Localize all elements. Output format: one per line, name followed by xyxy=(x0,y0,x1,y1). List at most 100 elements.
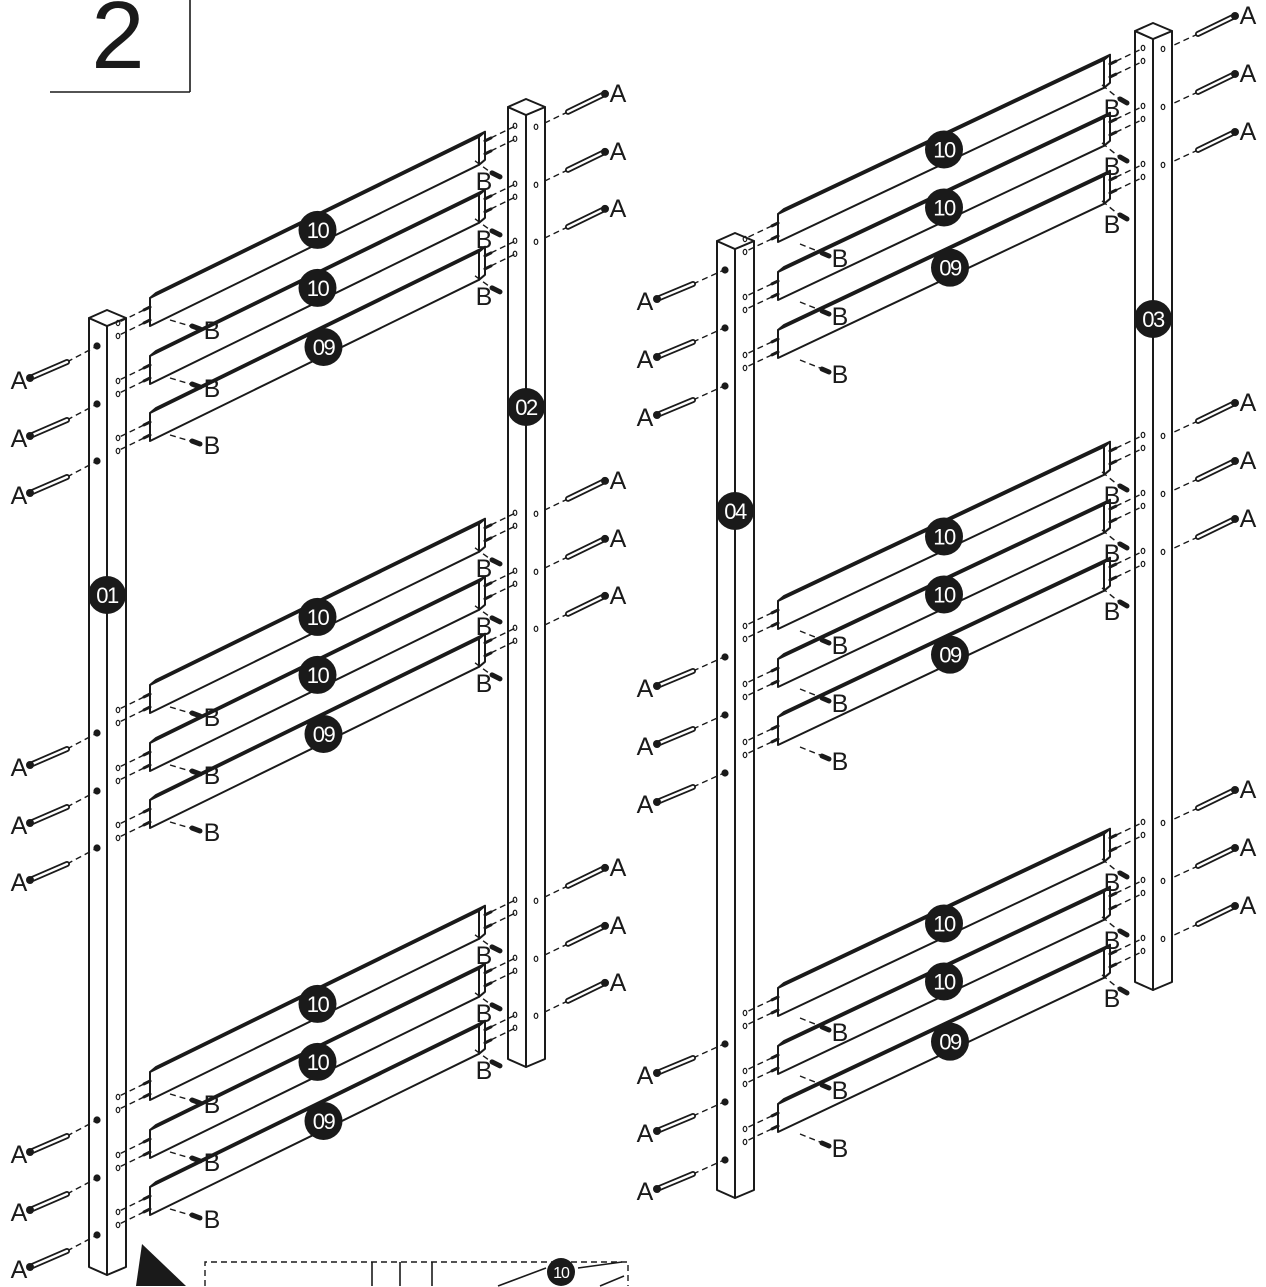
slat-pin-guide-line xyxy=(744,354,773,369)
slat-part-number-badge xyxy=(931,1022,969,1061)
screw-head xyxy=(26,761,34,769)
slat-end-face xyxy=(478,962,486,998)
dowel-guide-line xyxy=(169,319,191,327)
slat-end-pin xyxy=(1108,949,1118,956)
dowel-pin xyxy=(189,825,203,834)
post-top-face xyxy=(716,232,755,250)
slat-end-pin xyxy=(483,968,493,975)
screw-A: A xyxy=(637,1101,725,1148)
slat-end-pin xyxy=(142,750,152,757)
post-part-number-badge xyxy=(1134,300,1172,338)
screw-head xyxy=(601,921,609,930)
slat-end-pin xyxy=(142,433,152,440)
dowel-B: B xyxy=(1101,471,1130,510)
slat-end-pin xyxy=(1108,962,1118,969)
slat-end-pin xyxy=(142,705,152,712)
post-part-number-badge xyxy=(88,576,126,614)
dowel-label: B xyxy=(1104,869,1121,897)
screw-head xyxy=(26,819,34,827)
dowel-B: B xyxy=(799,746,848,776)
post-hole xyxy=(115,434,121,442)
screw-label: A xyxy=(610,582,627,610)
dowel-B: B xyxy=(169,1206,220,1234)
dowel-guide-line xyxy=(1101,587,1119,602)
slat-pin-guide-line xyxy=(1115,950,1144,965)
screw-label: A xyxy=(1240,118,1257,146)
slat-pin-guide-line xyxy=(1115,834,1144,849)
slat-pin-guide-line xyxy=(744,1128,773,1143)
slat-pin-guide-line xyxy=(1115,492,1144,507)
slat-pin-guide-line xyxy=(1115,47,1144,62)
screw-guide-line xyxy=(66,403,98,421)
post-hole xyxy=(1140,160,1146,168)
screw-label: A xyxy=(610,912,627,940)
post-hole xyxy=(533,897,539,905)
screw-label: A xyxy=(637,1120,654,1148)
dowel-label: B xyxy=(1104,211,1121,239)
screw-label: A xyxy=(11,869,28,897)
detail-part-label: 10 xyxy=(553,1265,570,1282)
dowel-label: B xyxy=(832,632,849,660)
post-part-number-label: 01 xyxy=(96,583,119,608)
slat-pin-guide-line xyxy=(744,238,773,253)
post-hole xyxy=(721,1040,729,1048)
slat-end-pin xyxy=(142,376,152,383)
screw-guide-line xyxy=(544,169,569,182)
dowel-label: B xyxy=(1104,540,1121,568)
slat-part-number-label: 09 xyxy=(313,1109,336,1134)
dowel-B: B xyxy=(169,1149,221,1177)
screw-label: A xyxy=(637,346,654,374)
post-hole xyxy=(115,377,121,385)
dowel-guide-line xyxy=(1101,200,1119,215)
dowel-B: B xyxy=(169,762,220,790)
dowel-pin xyxy=(489,1002,503,1012)
slat-end-face xyxy=(1103,556,1111,592)
screw-guide-line xyxy=(1171,149,1199,163)
screw-shaft-highlight xyxy=(1196,517,1237,539)
post-hole xyxy=(721,769,729,777)
slat-end-pin xyxy=(1108,117,1118,124)
slat-end-pin xyxy=(770,679,780,686)
slat-part-number-badge xyxy=(298,268,337,307)
screw-A: A xyxy=(544,467,627,511)
slat-pin-guide-line xyxy=(117,380,145,395)
dowel-pin xyxy=(1117,96,1130,106)
post: 03 xyxy=(1134,22,1173,991)
slat-part-number-label: 10 xyxy=(933,524,956,549)
slat-pin-guide-line xyxy=(1115,892,1144,907)
dowel-label: B xyxy=(204,1149,221,1177)
slat-pin-guide-line xyxy=(490,970,516,984)
screw-A: A xyxy=(11,732,98,782)
slat-part-number-label: 10 xyxy=(307,992,330,1017)
screw-label: A xyxy=(610,854,627,882)
slat-end-pin xyxy=(770,724,780,731)
screw-label: A xyxy=(610,467,627,495)
dowel-label: B xyxy=(1104,985,1121,1013)
slat-end-pin xyxy=(483,981,493,988)
slat: 10 xyxy=(117,570,516,782)
screw-A: A xyxy=(11,847,98,897)
dowel-label: B xyxy=(476,613,493,641)
screw-A: A xyxy=(544,582,627,626)
screw-shaft-highlight xyxy=(655,727,695,746)
slat: 10 xyxy=(117,899,516,1111)
slat-part-number-label: 10 xyxy=(933,195,956,220)
dowel-B: B xyxy=(474,218,503,254)
screw-shaft-highlight xyxy=(1196,130,1237,152)
screw-shaft-highlight xyxy=(655,669,695,688)
slat-end-face xyxy=(1103,885,1111,921)
screw-label: A xyxy=(11,425,28,453)
slat-part-number-label: 10 xyxy=(933,911,956,936)
slat: 10 xyxy=(744,105,1144,311)
dowel-guide-line xyxy=(474,218,491,231)
post-hole xyxy=(115,1208,121,1216)
dowel-B: B xyxy=(474,160,503,196)
slat-part-number-label: 10 xyxy=(307,1050,330,1075)
dowel-label: B xyxy=(204,317,221,345)
screw-shaft-highlight xyxy=(655,340,695,359)
screw-label: A xyxy=(637,791,654,819)
post-hole xyxy=(1140,44,1146,52)
dowel-label: B xyxy=(832,1077,849,1105)
slat-pin-guide-line xyxy=(117,709,145,724)
